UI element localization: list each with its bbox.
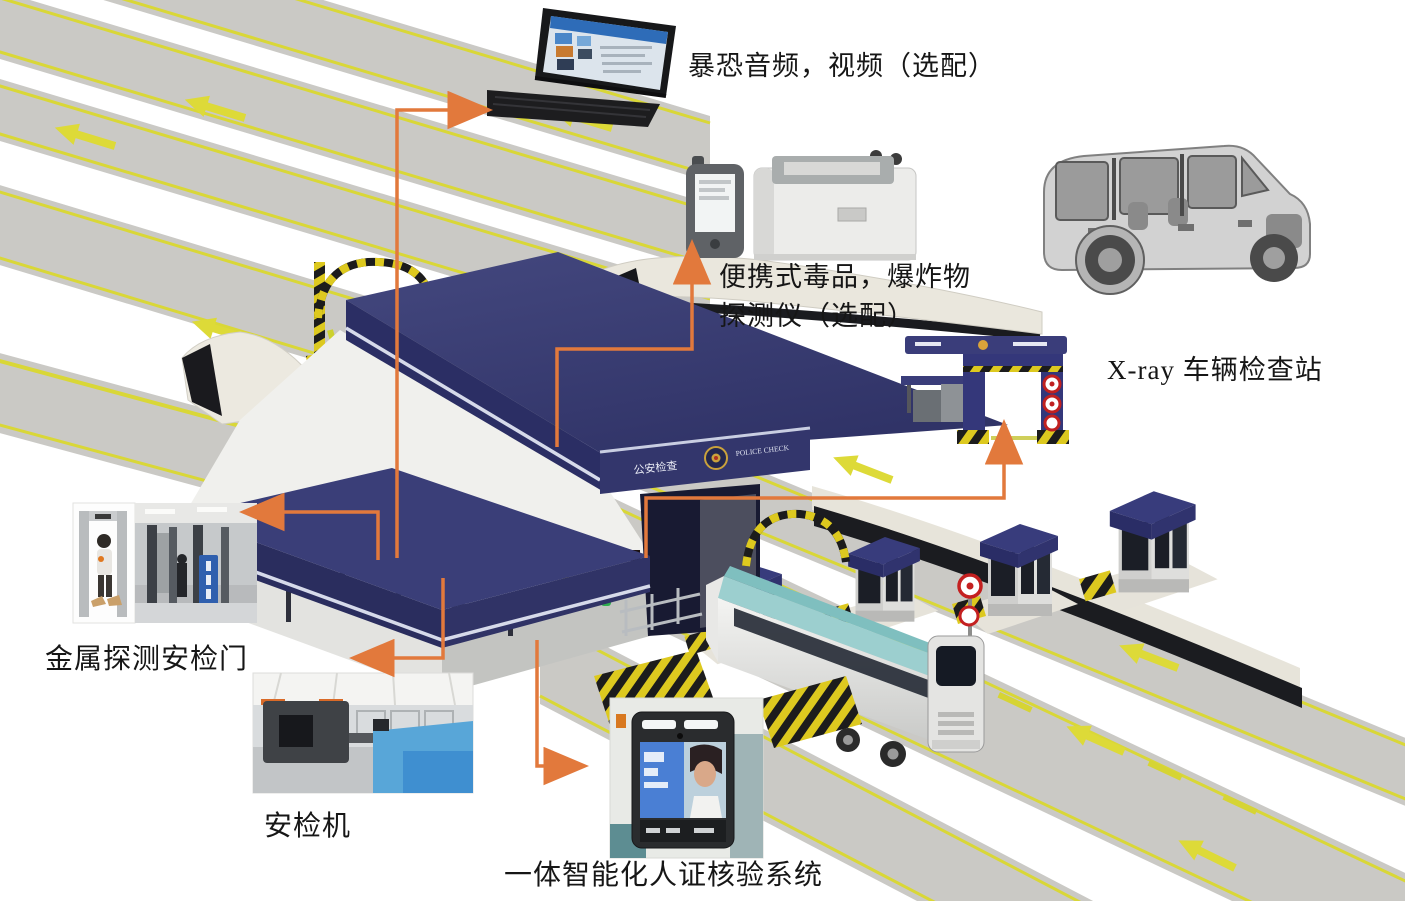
- building-fascia: 公安检查 POLICE CHECK: [599, 426, 811, 494]
- label-id-check: 一体智能化人证核验系统: [504, 860, 824, 891]
- baggage-scanner-room-photo: [252, 672, 474, 794]
- station-signs: [1042, 374, 1062, 432]
- connector-laptop: [395, 90, 493, 558]
- main-roof: [346, 252, 1008, 455]
- bus-lane-arch: [742, 509, 850, 567]
- face-id-terminal-photo: [609, 697, 764, 859]
- label-terror-av: 暴恐音频，视频（选配）: [688, 51, 996, 81]
- connector-metal-gate: [239, 492, 380, 560]
- toll-booth: [952, 524, 1078, 634]
- connector-id-check: [535, 640, 589, 786]
- connectors: [239, 90, 1024, 786]
- xray-vehicle-station: [901, 336, 1069, 444]
- label-metal-gate: 金属探测安检门: [45, 644, 249, 675]
- xray-car-scan-icon: [1043, 144, 1311, 295]
- label-xray-station: X-ray 车辆检查站: [1107, 355, 1323, 385]
- bus: [706, 566, 985, 767]
- label-portable-detector: 便携式毒品，爆炸物 探测仪（选配）: [719, 258, 971, 336]
- connector-trace-detector: [555, 239, 712, 447]
- pedestrian-gates: [619, 588, 703, 636]
- label-portable-detector-line2: 探测仪（选配）: [719, 301, 915, 331]
- trace-detector-icon: [686, 150, 917, 261]
- label-scanner: 安检机: [264, 811, 352, 842]
- fascia-sign-cn: 公安检查: [633, 458, 678, 477]
- police-badge-icon: [704, 446, 728, 470]
- speed-limit-signs: [957, 573, 983, 650]
- connector-xray-station: [644, 419, 1024, 558]
- laptop-icon: [487, 8, 676, 127]
- connector-scanner: [349, 578, 445, 678]
- walkthrough-metal-detector-photo: [72, 502, 257, 624]
- lane-arrow-icon: [829, 447, 896, 491]
- label-portable-detector-line1: 便携式毒品，爆炸物: [719, 262, 971, 292]
- toll-booth: [1079, 491, 1218, 613]
